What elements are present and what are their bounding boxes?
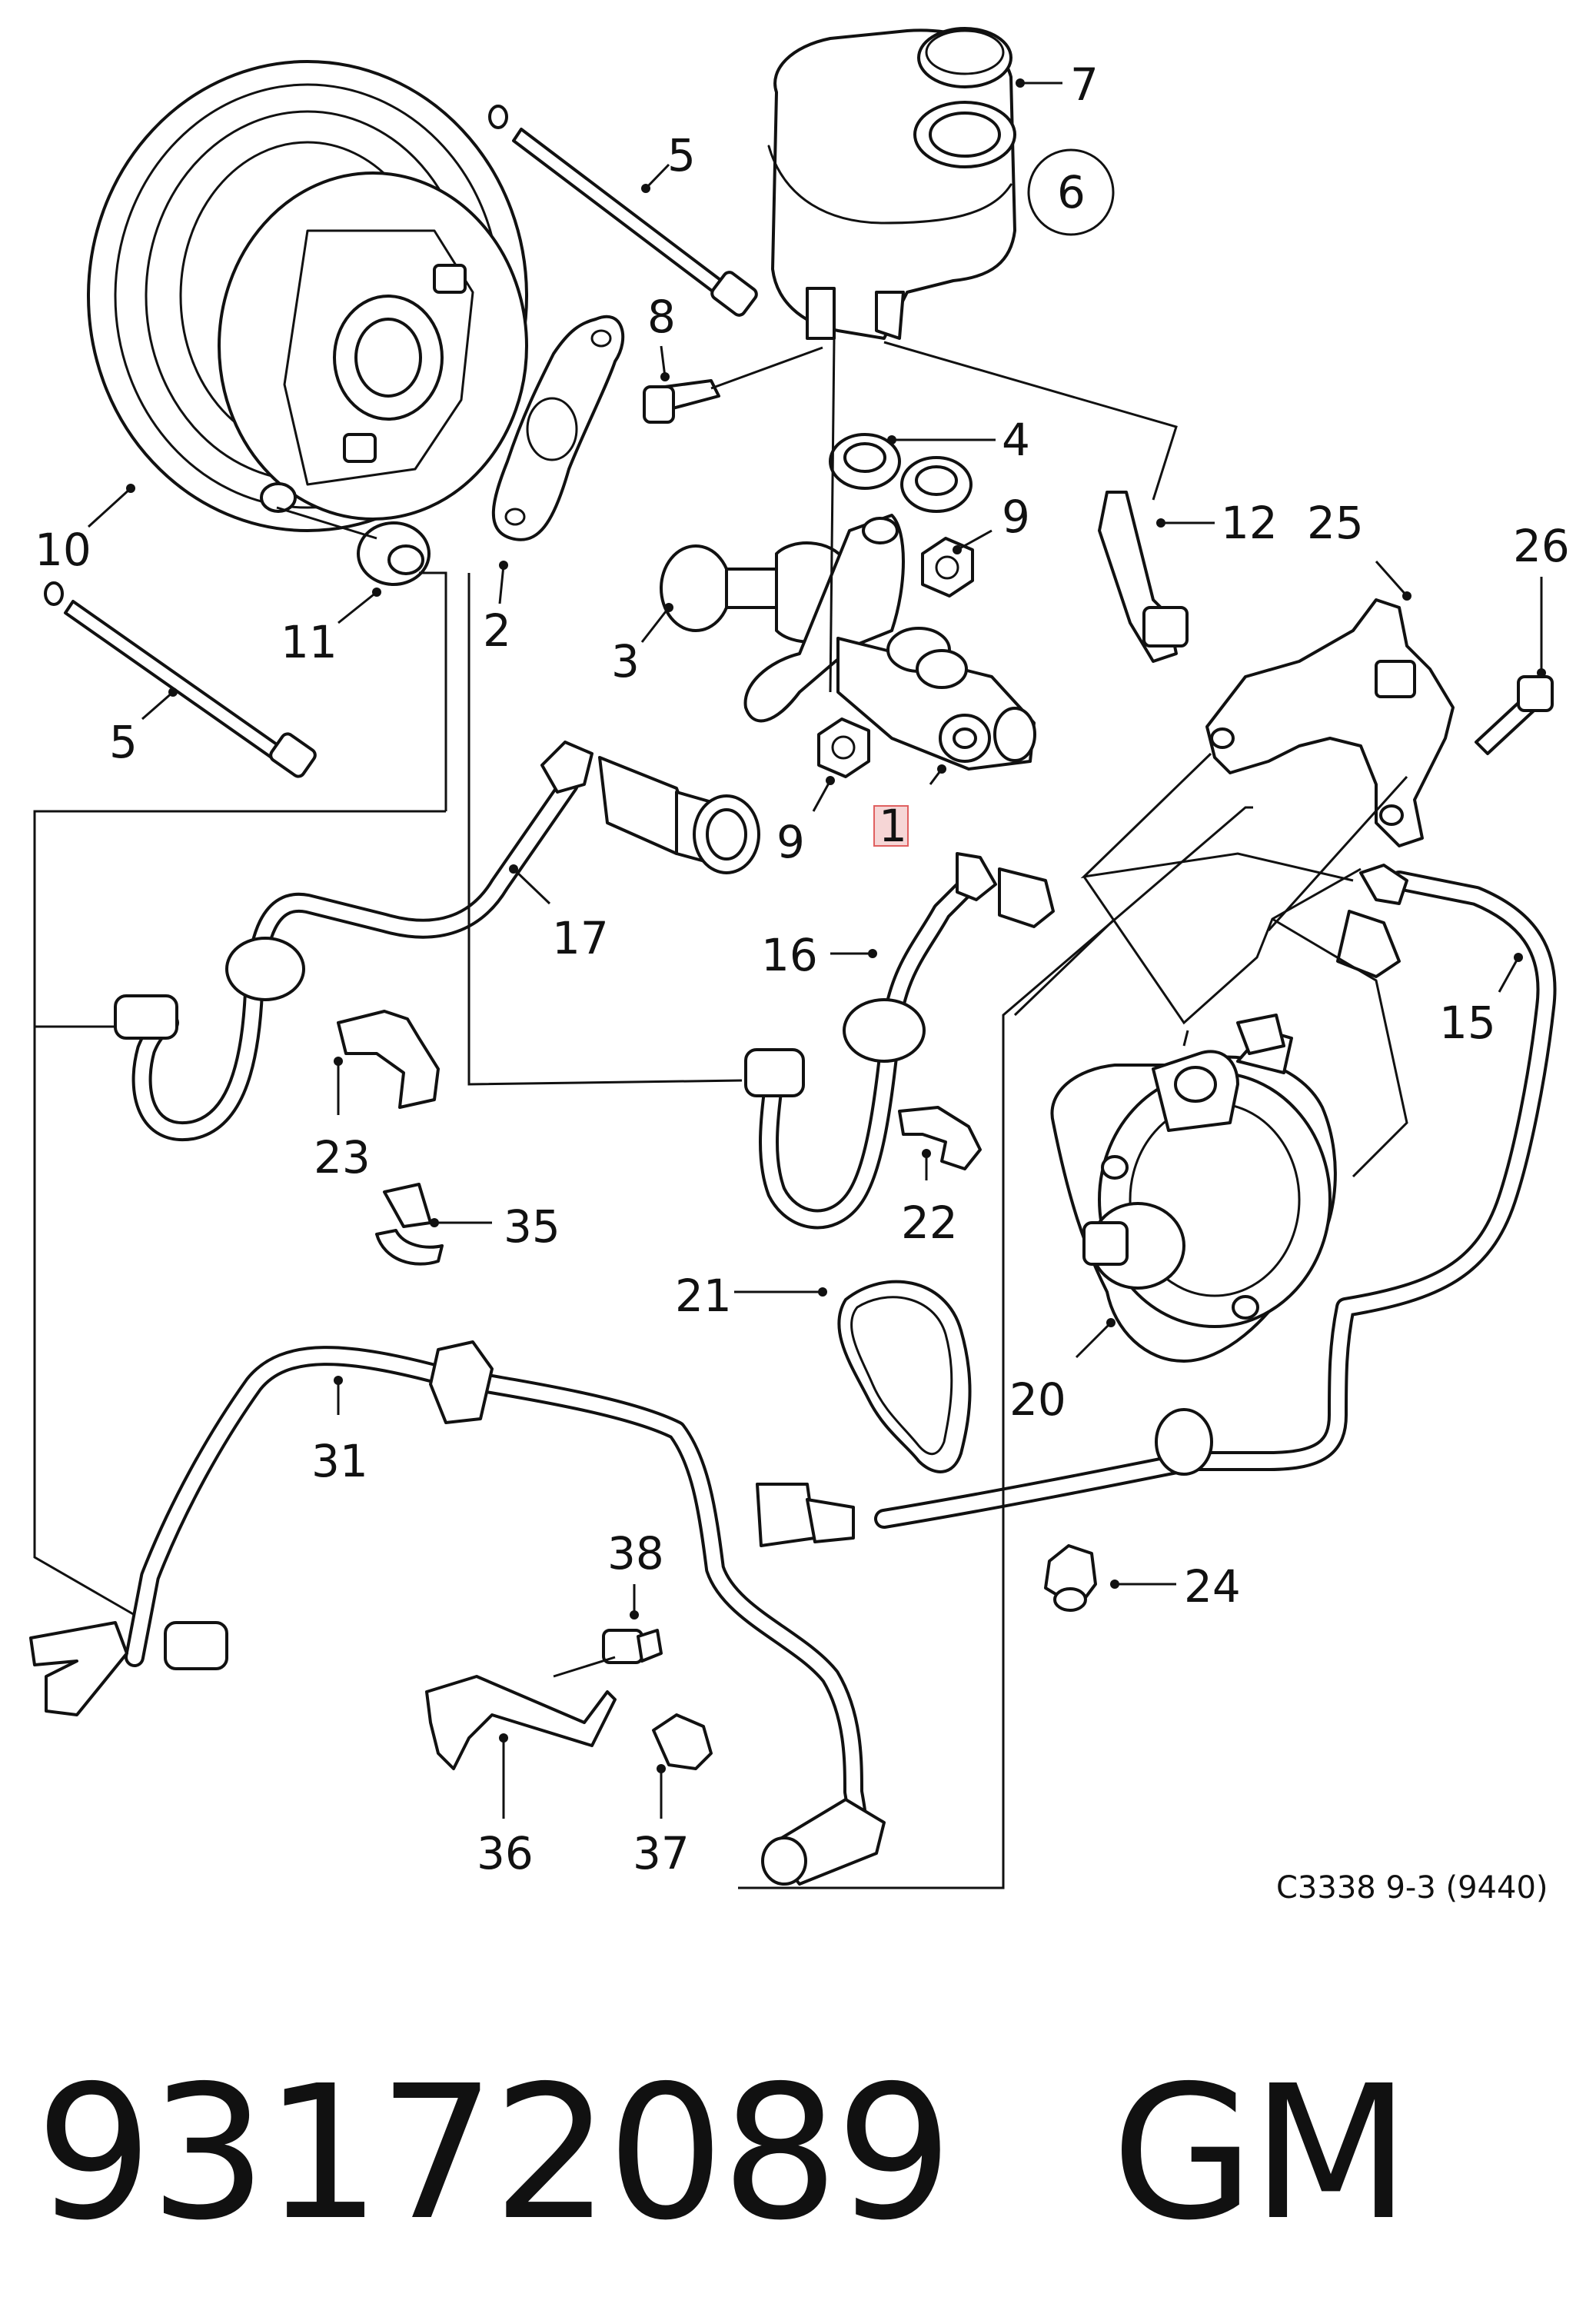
callout-labels: 7 6 5 8 4 9 12 25 26 10 11 2 3 5 9 1 17 … <box>35 58 1570 1906</box>
callout-22: 22 <box>901 1197 958 1249</box>
callout-3: 3 <box>611 635 640 687</box>
bolt-38 <box>602 1629 663 1664</box>
callout-17: 17 <box>552 912 609 964</box>
vacuum-pump <box>1050 1029 1337 1363</box>
clip-23 <box>337 1010 440 1109</box>
callout-6-circle <box>1027 148 1115 236</box>
vacuum-hose-17 <box>114 741 760 1142</box>
leader-lines <box>87 78 1546 1819</box>
callout-38: 38 <box>607 1527 664 1580</box>
callout-35: 35 <box>504 1200 560 1253</box>
callout-23: 23 <box>314 1131 371 1183</box>
callout-11: 11 <box>281 616 337 668</box>
bracket-25 <box>1205 598 1455 847</box>
callout-8: 8 <box>647 291 676 343</box>
callout-20: 20 <box>1009 1373 1066 1426</box>
nut-upper <box>921 537 974 598</box>
part-footer: 93172089 GM <box>35 2038 1411 2269</box>
pump-gasket <box>837 1280 972 1473</box>
bolt-8 <box>643 379 720 424</box>
callout-1-highlight <box>873 805 909 847</box>
callout-36: 36 <box>477 1827 534 1879</box>
clip-37 <box>652 1713 713 1770</box>
booster-seal <box>357 521 431 586</box>
brand-label: GM <box>1111 2046 1411 2261</box>
vacuum-hose-31 <box>29 1340 886 1886</box>
clip-24 <box>1044 1544 1097 1612</box>
stud-upper <box>488 105 758 317</box>
callout-15: 15 <box>1439 997 1496 1049</box>
callout-5-upper: 5 <box>667 129 696 181</box>
stud-lower <box>44 581 317 778</box>
callout-21: 21 <box>675 1270 732 1322</box>
booster-gasket <box>491 315 625 541</box>
clip-22 <box>898 1106 982 1170</box>
part-number: 93172089 <box>35 2046 953 2261</box>
callout-26: 26 <box>1513 520 1570 572</box>
source-reference: C3338 9-3 (9440) <box>1276 1870 1548 1906</box>
reference-lines <box>33 338 1408 1889</box>
callout-6: 6 <box>1057 166 1086 218</box>
callout-16: 16 <box>761 929 818 981</box>
callout-31: 31 <box>311 1435 368 1487</box>
bolt-26 <box>1475 675 1554 755</box>
master-cylinder <box>660 514 1036 771</box>
callout-1: 1 <box>879 800 907 852</box>
nut-lower <box>817 717 870 778</box>
callout-7: 7 <box>1070 58 1099 111</box>
callout-9-lower: 9 <box>776 816 805 868</box>
brake-booster <box>87 60 528 532</box>
callout-25: 25 <box>1307 497 1364 549</box>
callout-5-lower: 5 <box>109 716 138 768</box>
bracket-36 <box>425 1675 617 1770</box>
vacuum-hose-15 <box>756 864 1557 1547</box>
callout-12: 12 <box>1221 497 1278 549</box>
callout-10: 10 <box>35 524 91 576</box>
vacuum-hose-16 <box>744 852 1055 1230</box>
callout-24: 24 <box>1184 1560 1241 1613</box>
bracket-12 <box>1098 491 1189 663</box>
brake-fluid-reservoir <box>767 27 1016 340</box>
grommets <box>829 433 973 513</box>
callout-37: 37 <box>633 1827 690 1879</box>
callout-2: 2 <box>483 604 511 657</box>
callout-4: 4 <box>1002 414 1030 466</box>
callout-9-upper: 9 <box>1002 491 1030 543</box>
